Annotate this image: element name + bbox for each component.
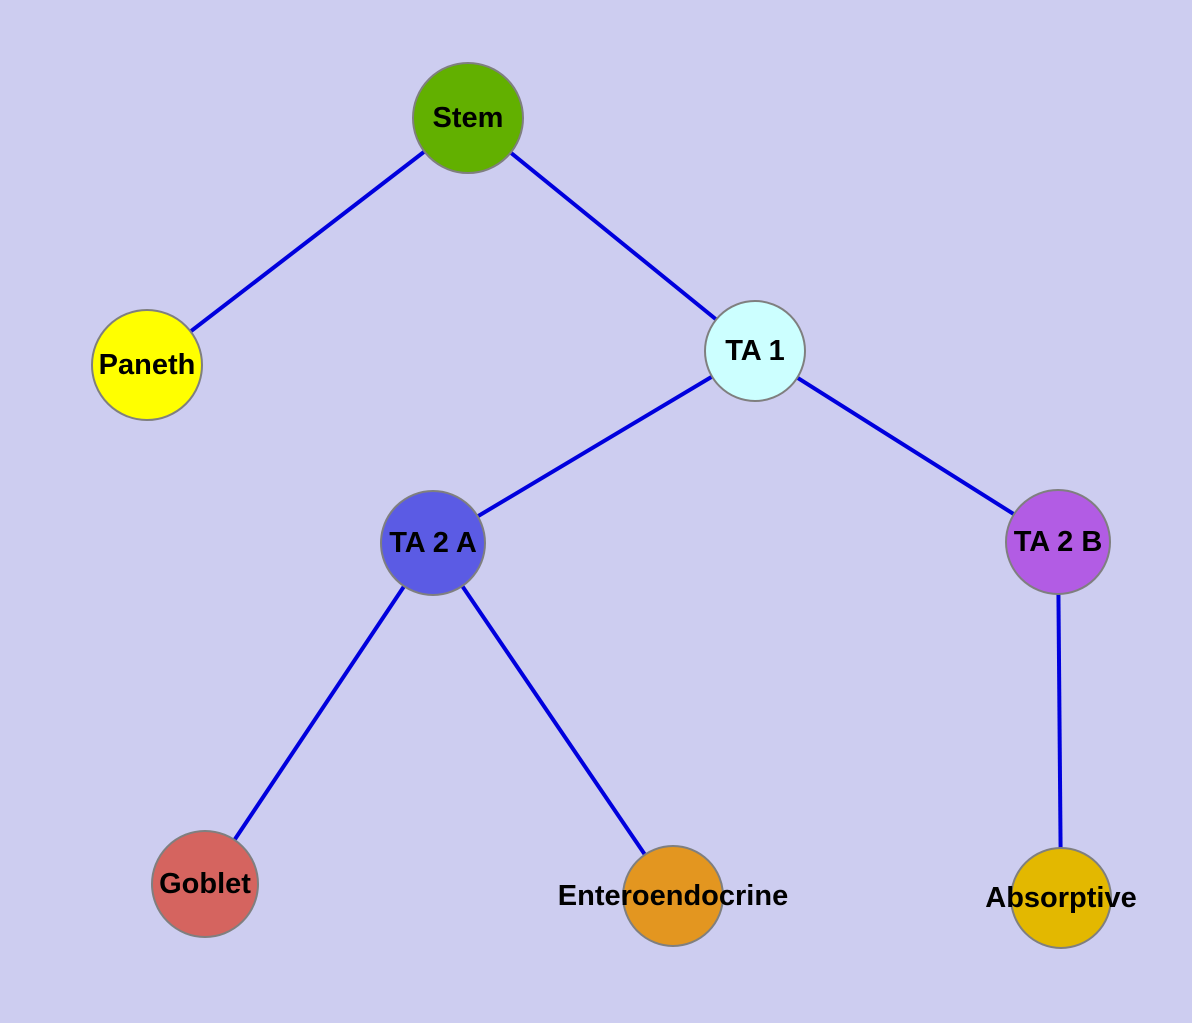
node-paneth-circle	[91, 309, 203, 421]
edge-ta2a-enteroendocrine	[431, 541, 675, 898]
edge-ta2a-goblet	[203, 541, 435, 886]
node-enteroendocrine[interactable]: Enteroendocrine	[558, 845, 788, 947]
edge-ta2b-absorptive	[1056, 541, 1063, 899]
edge-ta1-ta2b	[753, 349, 1060, 544]
node-ta1-circle	[704, 300, 806, 402]
node-absorptive-circle	[1010, 847, 1112, 949]
node-enteroendocrine-circle	[622, 845, 724, 947]
node-stem[interactable]: Stem	[412, 62, 524, 174]
node-ta2a-circle	[380, 490, 486, 596]
node-stem-circle	[412, 62, 524, 174]
edge-stem-paneth	[145, 116, 470, 367]
node-ta2b-circle	[1005, 489, 1111, 595]
node-ta1[interactable]: TA 1	[704, 300, 806, 402]
edge-ta1-ta2a	[431, 349, 757, 545]
node-goblet[interactable]: Goblet	[151, 830, 259, 938]
node-paneth[interactable]: Paneth	[91, 309, 203, 421]
node-ta2b[interactable]: TA 2 B	[1005, 489, 1111, 595]
node-goblet-circle	[151, 830, 259, 938]
edge-stem-ta1	[466, 116, 757, 353]
node-absorptive[interactable]: Absorptive	[985, 847, 1137, 949]
node-ta2a[interactable]: TA 2 A	[380, 490, 486, 596]
